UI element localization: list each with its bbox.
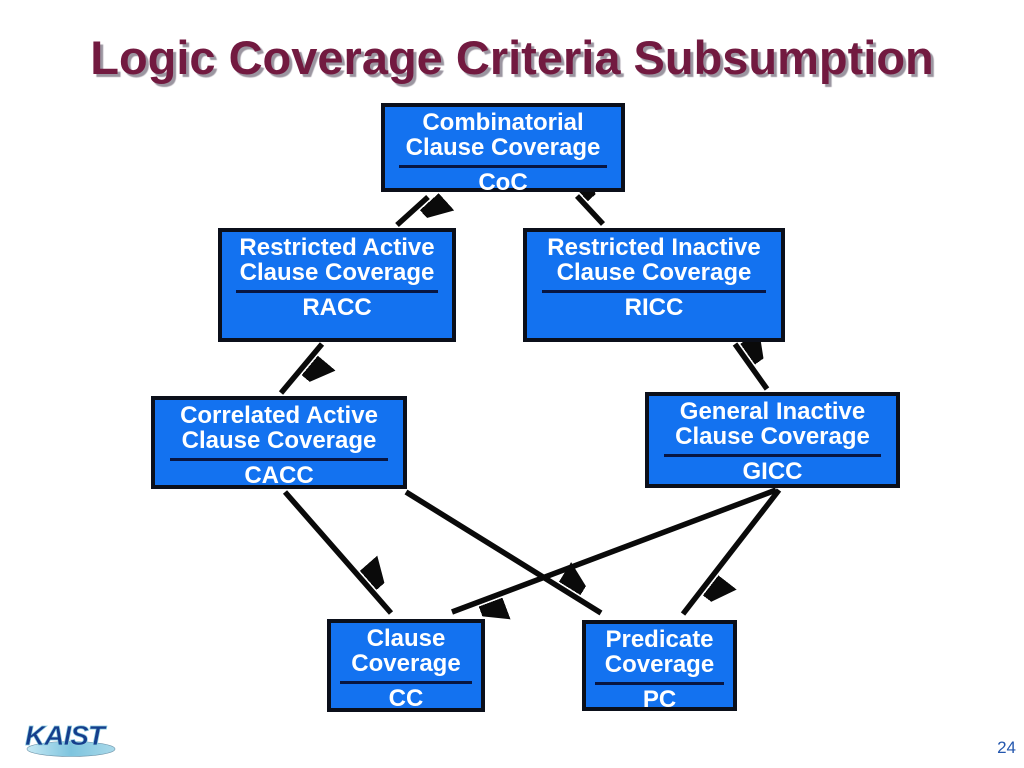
node-cacc-separator-line xyxy=(169,458,389,461)
node-pc-label-line: Predicate xyxy=(605,626,714,653)
node-racc-label-line: Clause Coverage xyxy=(239,259,435,286)
node-pc-separator-line xyxy=(594,682,725,685)
node-cc-acronym: CC xyxy=(388,685,424,712)
node-cacc-label-line: Correlated Active xyxy=(180,402,378,429)
node-cc-separator-line xyxy=(340,681,472,684)
kaist-logo: KAIST xyxy=(16,704,126,762)
node-racc-separator-line xyxy=(235,290,439,293)
node-cacc-label-line: Clause Coverage xyxy=(181,427,377,454)
kaist-logo-text: KAIST xyxy=(25,720,108,751)
node-racc-acronym: RACC xyxy=(302,294,372,321)
node-coc-acronym: CoC xyxy=(478,169,528,196)
node-racc-label-line: Restricted Active xyxy=(239,234,435,261)
node-cacc-acronym: CACC xyxy=(244,462,314,489)
node-cc-label-line: Coverage xyxy=(351,650,461,677)
node-ricc-label-line: Clause Coverage xyxy=(556,259,752,286)
node-ricc-label-line: Restricted Inactive xyxy=(547,234,761,261)
node-coc-separator-line xyxy=(399,165,607,168)
page-number: 24 xyxy=(997,738,1016,757)
node-gicc-acronym: GICC xyxy=(742,458,803,485)
slide-title: Logic Coverage Criteria Subsumption xyxy=(90,31,934,84)
node-gicc-separator-line xyxy=(663,454,882,457)
node-cc-label-line: Clause xyxy=(366,625,446,652)
node-ricc-acronym: RICC xyxy=(624,294,684,321)
node-coc-label-line: Clause Coverage xyxy=(405,134,601,161)
node-pc-label-line: Coverage xyxy=(604,651,715,678)
node-gicc-label-line: Clause Coverage xyxy=(675,423,870,450)
kaist-logo-swoosh xyxy=(26,741,116,757)
node-pc-acronym: PC xyxy=(642,686,677,713)
node-ricc-separator-line xyxy=(542,290,766,293)
node-gicc-label-line: General Inactive xyxy=(679,398,866,425)
node-coc-label-line: Combinatorial xyxy=(422,109,584,136)
